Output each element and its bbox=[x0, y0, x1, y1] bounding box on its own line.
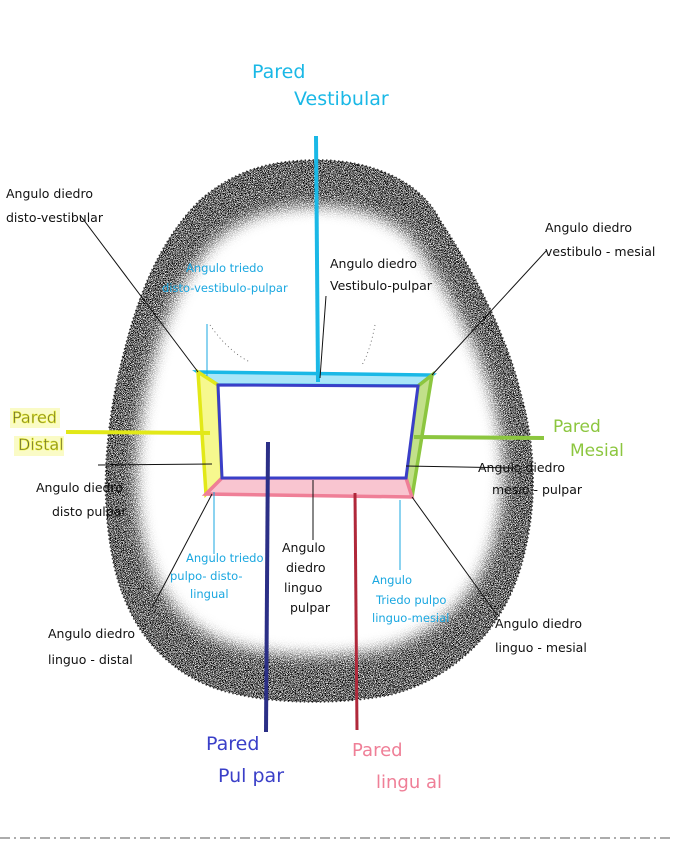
mesial-wall-name: Mesial bbox=[570, 441, 624, 461]
label-linguo-pulpar-2: diedro bbox=[286, 560, 326, 575]
label-linguo-mesial-1: Angulo diedro bbox=[495, 616, 582, 631]
label-mesio-pulpar-2: mesio - pulpar bbox=[492, 482, 583, 497]
mesial-wall-line bbox=[414, 437, 544, 438]
label-linguo-mesial-triedro-1: Angulo bbox=[372, 573, 412, 587]
pulpar-wall-title: Pared bbox=[206, 733, 259, 755]
pulpar-wall-name: Pul par bbox=[218, 765, 284, 787]
label-linguo-pulpar-3: linguo bbox=[284, 580, 322, 595]
label-vestibulo-mesial-1: Angulo diedro bbox=[545, 220, 632, 235]
lingual-wall-line bbox=[355, 493, 357, 730]
label-pulpo-disto-lingual-2: pulpo- disto- bbox=[170, 569, 243, 583]
label-linguo-distal-2: linguo - distal bbox=[48, 652, 133, 667]
label-linguo-mesial-triedro-2: Triedo pulpo bbox=[375, 593, 446, 607]
label-pulpo-disto-lingual-1: Angulo triedo bbox=[186, 551, 263, 565]
label-disto-pulpar-1: Angulo diedro bbox=[36, 480, 123, 495]
lingual-wall-title: Pared bbox=[352, 740, 403, 761]
vestibular-wall-name: Vestibular bbox=[294, 88, 389, 110]
lingual-wall-band bbox=[206, 478, 412, 497]
mesial-wall-title: Pared bbox=[553, 417, 601, 437]
label-pulpo-disto-lingual-3: lingual bbox=[190, 587, 229, 601]
label-vestibulo-pulpar-1: Angulo diedro bbox=[330, 256, 417, 271]
label-disto-vestibular-1: Angulo diedro bbox=[6, 186, 93, 201]
label-linguo-mesial-2: linguo - mesial bbox=[495, 640, 587, 655]
label-linguo-mesial-triedro-3: linguo-mesial bbox=[372, 611, 449, 625]
label-linguo-pulpar-4: pulpar bbox=[290, 600, 331, 615]
label-linguo-distal-1: Angulo diedro bbox=[48, 626, 135, 641]
label-linguo-pulpar-1: Angulo bbox=[282, 540, 325, 555]
pulpar-wall-outline bbox=[218, 385, 418, 478]
distal-wall-line bbox=[66, 432, 210, 433]
label-disto-vestibulo-pulpar-2: disto-vestibulo-pulpar bbox=[162, 281, 288, 295]
label-mesio-pulpar-1: Angulo diedro bbox=[478, 460, 565, 475]
label-disto-vestibular-2: disto-vestibular bbox=[6, 210, 104, 225]
label-disto-vestibulo-pulpar-1: Angulo triedo bbox=[186, 261, 263, 275]
cavity-preparation bbox=[198, 372, 432, 497]
label-vestibulo-mesial-2: vestibulo - mesial bbox=[545, 244, 655, 259]
pulpar-wall-line bbox=[266, 442, 268, 732]
lingual-wall-name: lingu al bbox=[376, 772, 442, 793]
vestibular-wall-line bbox=[316, 136, 318, 382]
label-vestibulo-pulpar-2: Vestibulo-pulpar bbox=[330, 278, 433, 293]
label-disto-pulpar-2: disto pulpar bbox=[52, 504, 127, 519]
vestibular-wall-title: Pared bbox=[252, 61, 305, 83]
